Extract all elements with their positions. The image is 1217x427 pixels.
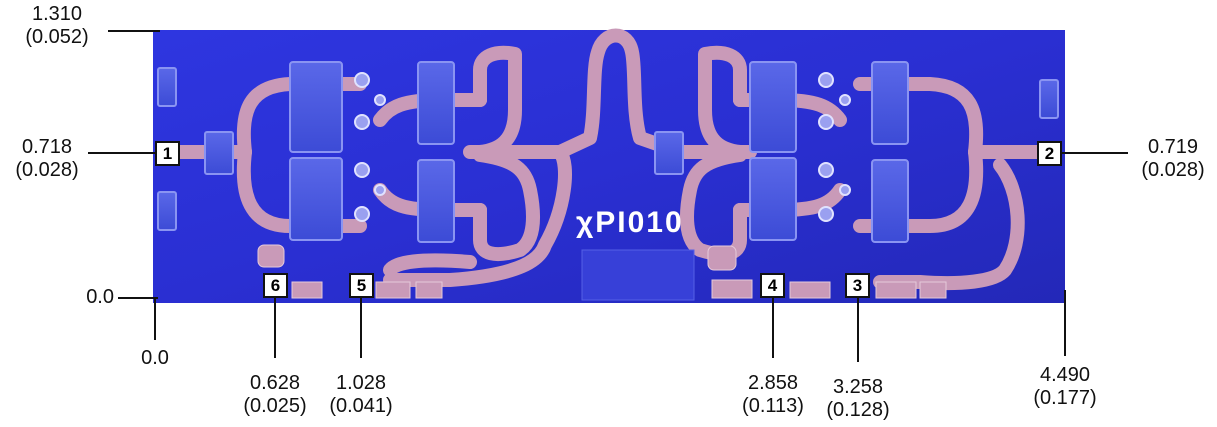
dim-origin-y: 0.0 (86, 286, 114, 308)
left-amplifier-stage (173, 28, 687, 287)
dim-pad2: 0.719 (0.028) (1141, 136, 1205, 181)
dim-top-left: 1.310 (0.052) (25, 3, 89, 48)
pad-label-2: 2 (1037, 141, 1062, 166)
leader-line-pad6 (274, 298, 276, 358)
dim-pad1: 0.718 (0.028) (15, 136, 79, 181)
right-transistor-cells (818, 72, 851, 222)
pad-label-3: 3 (845, 273, 870, 298)
leader-line-origin-x (154, 298, 156, 340)
dim-pad3: 3.258 (0.128) (826, 376, 890, 421)
dim-right-edge: 4.490 (0.177) (1033, 364, 1097, 409)
pad-label-1: 1 (155, 141, 180, 166)
pad-label-5: 5 (349, 273, 374, 298)
leader-line-origin-y (118, 297, 158, 299)
leader-line-pad2 (1062, 152, 1128, 154)
dim-pad4: 2.858 (0.113) (742, 372, 804, 417)
leader-line-right-edge (1064, 290, 1066, 356)
left-capacitor-array (157, 61, 455, 243)
leader-line-top-left (108, 30, 160, 32)
leader-line-pad4 (772, 298, 774, 358)
chip-marking-area (581, 249, 695, 301)
left-transistor-cells (354, 72, 386, 222)
pad-label-4: 4 (760, 273, 785, 298)
right-capacitor-array (654, 61, 1059, 243)
chip-marking: χPI010 (576, 206, 684, 239)
dim-origin-x: 0.0 (141, 347, 169, 369)
dim-pad5: 1.028 (0.041) (329, 372, 393, 417)
pad-label-6: 6 (263, 273, 288, 298)
leader-line-pad5 (360, 298, 362, 358)
leader-line-pad1 (88, 152, 156, 154)
dim-pad6: 0.628 (0.025) (243, 372, 307, 417)
bias-pad-row (257, 244, 947, 299)
leader-line-pad3 (857, 298, 859, 362)
